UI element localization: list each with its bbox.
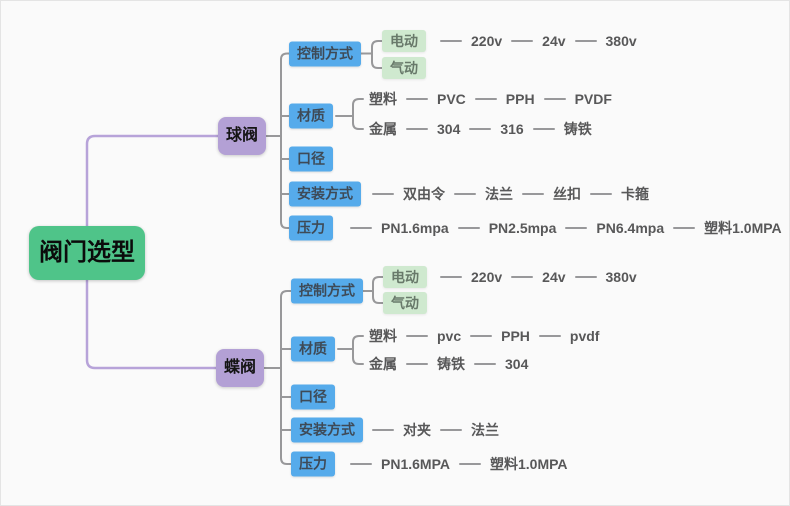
- node-butterfly-pneumatic[interactable]: 气动: [383, 292, 427, 314]
- leaf-butterfly-voltages-0[interactable]: 220v: [471, 269, 503, 285]
- node-butterfly-install[interactable]: 安装方式: [291, 417, 363, 443]
- chain-connector-dash: [511, 276, 534, 278]
- leaf-ball-pressures-3[interactable]: 塑料1.0MPA: [704, 220, 782, 236]
- chain-connector-dash: [474, 363, 496, 365]
- chain-ball-plastic: 塑料 PVC PPH PVDF: [369, 90, 612, 108]
- chain-ball-metal: 金属 304 316 铸铁: [369, 120, 592, 138]
- leaf-butterfly-install-types-0[interactable]: 对夹: [403, 422, 431, 438]
- leaf-butterfly-plastic-2[interactable]: PPH: [501, 328, 530, 344]
- connector-ball-trunk: [280, 52, 290, 229]
- chain-butterfly-metal: 金属 铸铁 304: [369, 355, 528, 373]
- node-ball-diameter[interactable]: 口径: [289, 146, 333, 172]
- leaf-ball-install-types-1[interactable]: 法兰: [485, 186, 513, 202]
- chain-connector-dash: [543, 98, 566, 100]
- leaf-ball-pressures-0[interactable]: PN1.6mpa: [381, 220, 449, 236]
- chain-connector-dash: [470, 335, 493, 337]
- node-ball-pressure[interactable]: 压力: [289, 215, 333, 241]
- chain-connector-dash: [440, 429, 462, 431]
- node-butterfly-pressure[interactable]: 压力: [291, 451, 335, 477]
- chain-butterfly-install-types: 对夹 法兰: [363, 421, 499, 439]
- leaf-butterfly-metal-2[interactable]: 304: [505, 356, 529, 372]
- connector-butterfly-control-bracket: [372, 276, 384, 304]
- chain-ball-voltages: 220v 24v 380v: [431, 32, 637, 50]
- connector-ball-material-bracket: [352, 98, 364, 130]
- leaf-butterfly-voltages-1[interactable]: 24v: [542, 269, 566, 285]
- leaf-butterfly-pressures-1[interactable]: 塑料1.0MPA: [489, 456, 568, 472]
- chain-connector-dash: [406, 335, 428, 337]
- chain-connector-dash: [372, 193, 394, 195]
- node-ball-control[interactable]: 控制方式: [289, 41, 361, 66]
- chain-butterfly-plastic: 塑料 pvc PPH pvdf: [369, 327, 599, 345]
- chain-connector-dash: [458, 463, 481, 465]
- chain-connector-dash: [440, 276, 462, 278]
- leaf-ball-install-types-3[interactable]: 卡箍: [621, 186, 649, 202]
- node-ball-pneumatic[interactable]: 气动: [382, 57, 426, 79]
- chain-connector-dash: [565, 227, 588, 229]
- node-ball-install[interactable]: 安装方式: [289, 181, 361, 207]
- leaf-ball-plastic-1[interactable]: PVC: [437, 91, 466, 107]
- connector-root-to-ball: [85, 134, 220, 228]
- leaf-butterfly-plastic-1[interactable]: pvc: [437, 328, 462, 344]
- chain-connector-dash: [511, 40, 534, 42]
- leaf-ball-plastic-0[interactable]: 塑料: [369, 91, 397, 107]
- chain-connector-dash: [673, 227, 696, 229]
- chain-connector-dash: [454, 193, 476, 195]
- chain-butterfly-voltages: 220v 24v 380v: [431, 268, 637, 286]
- leaf-ball-metal-3[interactable]: 铸铁: [563, 121, 592, 137]
- chain-connector-dash: [590, 193, 612, 195]
- leaf-butterfly-install-types-1[interactable]: 法兰: [471, 422, 499, 438]
- connector-root-to-butterfly: [85, 278, 218, 370]
- chain-connector-dash: [574, 40, 597, 42]
- chain-connector-dash: [469, 128, 492, 130]
- chain-connector-dash: [406, 363, 428, 365]
- chain-connector-dash: [440, 40, 462, 42]
- leaf-butterfly-metal-0[interactable]: 金属: [369, 356, 397, 372]
- leaf-ball-plastic-3[interactable]: PVDF: [574, 91, 612, 107]
- node-butterfly-electric[interactable]: 电动: [383, 266, 427, 288]
- node-butterfly-control[interactable]: 控制方式: [291, 278, 363, 304]
- leaf-butterfly-pressures-0[interactable]: PN1.6MPA: [381, 456, 450, 472]
- chain-connector-dash: [538, 335, 561, 337]
- leaf-butterfly-plastic-0[interactable]: 塑料: [369, 328, 397, 344]
- connector-butterfly-trunk: [280, 290, 292, 465]
- leaf-ball-voltages-1[interactable]: 24v: [542, 33, 566, 49]
- chain-butterfly-pressures: PN1.6MPA 塑料1.0MPA: [341, 455, 568, 473]
- node-root[interactable]: 阀门选型: [29, 226, 145, 280]
- chain-connector-dash: [522, 193, 544, 195]
- node-ball-electric[interactable]: 电动: [382, 30, 426, 52]
- chain-ball-install-types: 双由令 法兰 丝扣 卡箍: [363, 185, 649, 203]
- chain-connector-dash: [406, 128, 428, 130]
- leaf-ball-install-types-0[interactable]: 双由令: [403, 186, 445, 202]
- leaf-ball-pressures-1[interactable]: PN2.5mpa: [488, 220, 557, 236]
- node-butterfly-material[interactable]: 材质: [291, 336, 335, 362]
- leaf-butterfly-voltages-2[interactable]: 380v: [605, 269, 637, 285]
- chain-ball-pressures: PN1.6mpa PN2.5mpa PN6.4mpa 塑料1.0MPA: [341, 219, 782, 237]
- node-ball-material[interactable]: 材质: [289, 103, 333, 129]
- chain-connector-dash: [457, 227, 480, 229]
- leaf-ball-metal-0[interactable]: 金属: [369, 121, 397, 137]
- chain-connector-dash: [406, 98, 428, 100]
- leaf-ball-pressures-2[interactable]: PN6.4mpa: [596, 220, 665, 236]
- chain-connector-dash: [350, 463, 372, 465]
- leaf-butterfly-plastic-3[interactable]: pvdf: [569, 328, 600, 344]
- node-butterfly-valve[interactable]: 蝶阀: [216, 349, 265, 387]
- leaf-ball-plastic-2[interactable]: PPH: [505, 91, 535, 107]
- node-butterfly-diameter[interactable]: 口径: [291, 384, 335, 410]
- connector-butterfly-material-bracket: [352, 335, 364, 365]
- connector-ball-control-bracket: [371, 40, 383, 69]
- leaf-ball-voltages-2[interactable]: 380v: [605, 33, 637, 49]
- leaf-ball-metal-2[interactable]: 316: [500, 121, 524, 137]
- chain-connector-dash: [532, 128, 555, 130]
- chain-connector-dash: [574, 276, 597, 278]
- chain-connector-dash: [474, 98, 497, 100]
- leaf-butterfly-metal-1[interactable]: 铸铁: [437, 356, 465, 372]
- leaf-ball-voltages-0[interactable]: 220v: [471, 33, 503, 49]
- chain-connector-dash: [372, 429, 394, 431]
- leaf-ball-install-types-2[interactable]: 丝扣: [553, 186, 581, 202]
- leaf-ball-metal-1[interactable]: 304: [437, 121, 461, 137]
- node-ball-valve[interactable]: 球阀: [218, 117, 267, 155]
- chain-connector-dash: [350, 227, 372, 229]
